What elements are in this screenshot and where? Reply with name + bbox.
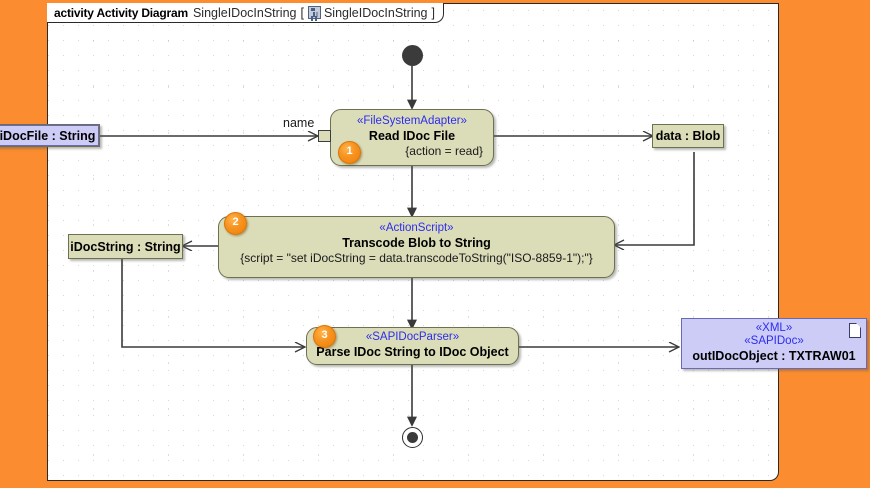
pin-label-name: name bbox=[283, 116, 315, 130]
object-node-data-blob[interactable]: data : Blob bbox=[652, 124, 724, 148]
action1-stereotype: «FileSystemAdapter» bbox=[357, 115, 467, 127]
frame-keyword: activity Activity Diagram bbox=[54, 5, 188, 20]
outidocobject-label: outIDocObject : TXTRAW01 bbox=[692, 349, 856, 363]
activity-diagram-icon bbox=[307, 6, 321, 19]
object-node-idocstring[interactable]: iDocString : String bbox=[68, 234, 183, 259]
action2-stereotype: «ActionScript» bbox=[379, 222, 454, 234]
outidocobject-stereotype-xml: «XML» bbox=[755, 322, 793, 334]
object-node-outidocobject[interactable]: «XML» «SAPIDoc» outIDocObject : TXTRAW01 bbox=[681, 318, 867, 369]
action1-badge[interactable]: 1 bbox=[338, 141, 361, 164]
object-node-data-blob-label: data : Blob bbox=[655, 129, 721, 143]
action-node-read-idoc-file[interactable]: «FileSystemAdapter» Read IDoc File {acti… bbox=[330, 109, 494, 166]
action-node-transcode-blob-to-string[interactable]: «ActionScript» Transcode Blob to String … bbox=[218, 212, 615, 278]
action2-property: {script = "set iDocString = data.transco… bbox=[240, 251, 593, 265]
frame-name: SingleIDocInString bbox=[192, 5, 297, 20]
object-node-idocstring-label: iDocString : String bbox=[70, 239, 181, 254]
object-node-idocfile-label: iDocFile : String bbox=[0, 125, 99, 146]
input-pin-name[interactable] bbox=[318, 130, 331, 142]
object-node-idocfile[interactable]: iDocFile : String bbox=[0, 124, 100, 147]
action3-badge[interactable]: 3 bbox=[313, 325, 336, 348]
action2-name: Transcode Blob to String bbox=[342, 236, 491, 250]
document-icon bbox=[849, 323, 861, 338]
action3-name: Parse IDoc String to IDoc Object bbox=[316, 345, 509, 359]
initial-node[interactable] bbox=[402, 45, 423, 66]
frame-icon-label: SingleIDocInString bbox=[323, 5, 428, 20]
action-node-parse-idoc-string[interactable]: «SAPIDocParser» Parse IDoc String to IDo… bbox=[306, 325, 519, 365]
action2-badge[interactable]: 2 bbox=[224, 212, 247, 235]
activity-final-node[interactable] bbox=[402, 427, 423, 448]
action3-stereotype: «SAPIDocParser» bbox=[365, 331, 460, 343]
frame-bracket-close: ] bbox=[431, 5, 435, 20]
frame-bracket-open: [ bbox=[300, 5, 304, 20]
outidocobject-stereotype-sapidoc: «SAPIDoc» bbox=[744, 335, 804, 347]
frame-title-tab: activity Activity Diagram SingleIDocInSt… bbox=[47, 3, 444, 23]
